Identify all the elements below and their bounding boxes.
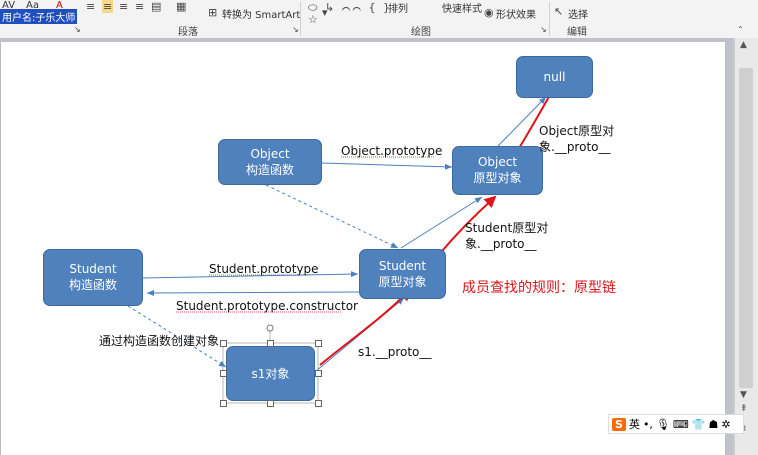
align-left-icon[interactable]: ≡	[86, 0, 96, 13]
change-case-button[interactable]: Aa	[26, 0, 39, 11]
keyboard-icon[interactable]: ⌨	[672, 417, 689, 431]
ime-toolbar[interactable]: S 英 •, 🎙 ⌨ 👕 ☗ ✲	[608, 414, 744, 434]
student-constructor-line1: Student	[69, 262, 117, 276]
student-constructor-box[interactable]: Student 构造函数	[43, 249, 143, 306]
columns-icon[interactable]: ▦	[176, 0, 187, 13]
scroll-up-icon[interactable]: ▲	[740, 40, 747, 50]
user-badge: 用户名:子乐大师	[0, 9, 78, 24]
object-constructor-line1: Object	[250, 146, 290, 161]
label-object-prototype: Object.prototype	[341, 144, 443, 158]
resize-handle[interactable]	[267, 400, 274, 407]
resize-handle[interactable]	[315, 370, 322, 377]
dashed-student-ctor-to-s1	[127, 305, 227, 368]
dashed-object-ctor-to-student-proto	[265, 184, 399, 249]
label-object-proto-to-null-2: 象.__proto__	[539, 140, 611, 154]
font-color-button[interactable]: A	[56, 0, 63, 11]
select-cursor-icon: ↖	[554, 5, 564, 18]
user-icon[interactable]: ☗	[708, 417, 719, 431]
s1-object-label: s1对象	[251, 367, 290, 381]
separator	[549, 2, 550, 36]
object-prototype-box[interactable]: Object 原型对象	[452, 146, 543, 195]
shapes-more-icon[interactable]: ☆	[308, 13, 318, 26]
label-create-by-constructor: 通过构造函数创建对象	[99, 334, 220, 348]
resize-handle[interactable]	[315, 400, 322, 407]
punctuation-icon[interactable]: •,	[642, 417, 653, 431]
font-launcher-icon[interactable]: ↘	[74, 25, 81, 34]
resize-handle[interactable]	[220, 340, 227, 347]
arrow-student-to-object-proto	[400, 196, 483, 249]
slide[interactable]	[0, 42, 725, 455]
scroll-thumb[interactable]	[739, 68, 753, 388]
shapes-gallery-icon[interactable]: ⬭ ↳ ⌒⌒ { }	[308, 1, 392, 14]
student-prototype-line1: Student	[378, 258, 427, 273]
shape-effects-icon: ◉	[484, 6, 494, 19]
object-constructor-box[interactable]: Object 构造函数	[218, 139, 322, 185]
paragraph-launcher-icon[interactable]: ↘	[292, 25, 299, 34]
sogou-logo: S	[612, 417, 626, 431]
prev-slide-icon[interactable]: ⇞	[740, 404, 748, 414]
group-drawing-label: 绘图	[411, 27, 431, 38]
label-student-proto-to-object-2: 象.__proto__	[465, 237, 537, 251]
distributed-icon[interactable]: ▤	[151, 0, 162, 13]
object-constructor-line2: 构造函数	[245, 162, 294, 177]
label-student-proto-to-object-1: Student原型对	[465, 221, 549, 235]
scroll-down-icon[interactable]: ▼	[740, 390, 747, 400]
object-prototype-line1: Object	[477, 155, 518, 169]
align-right-icon[interactable]: ≡	[119, 0, 129, 13]
select-button[interactable]: 选择	[568, 10, 588, 21]
arrange-button[interactable]: 排列	[388, 4, 408, 15]
group-paragraph-label: 段落	[178, 27, 198, 38]
student-prototype-box[interactable]: Student 原型对象	[359, 249, 446, 299]
object-prototype-line2: 原型对象	[473, 171, 522, 185]
quick-styles-button[interactable]: 快速样式	[442, 4, 482, 15]
s1-object-box[interactable]: s1对象	[226, 346, 315, 401]
null-box-label: null	[543, 70, 566, 84]
arrow-student-prototype	[142, 271, 359, 279]
group-editing-label: 编辑	[567, 27, 587, 38]
resize-handle[interactable]	[220, 400, 227, 407]
rotate-handle	[266, 324, 274, 332]
drawing-launcher-icon[interactable]: ↘	[540, 25, 547, 34]
label-object-proto-to-null-1: Object原型对	[539, 124, 615, 138]
resize-handle[interactable]	[220, 370, 227, 377]
null-box[interactable]: null	[516, 56, 593, 98]
arrow-constructor	[146, 289, 360, 296]
ime-language-toggle[interactable]: 英	[628, 418, 640, 431]
char-spacing-button[interactable]: AV	[2, 0, 16, 11]
arrow-object-prototype	[321, 162, 453, 170]
resize-handle[interactable]	[267, 340, 274, 347]
resize-handle[interactable]	[315, 340, 322, 347]
microphone-icon[interactable]: 🎙	[655, 417, 670, 431]
dropdown-icon[interactable]: ▾	[322, 6, 328, 19]
vertical-scrollbar[interactable]: ▲ ▼ ⇞ ⇟	[734, 38, 758, 455]
separator	[300, 2, 301, 36]
red-chain-s1-to-student-proto	[319, 288, 412, 366]
student-prototype-line2: 原型对象	[378, 274, 427, 289]
justify-icon[interactable]: ≡	[135, 0, 145, 13]
smartart-icon: ⊞	[208, 6, 218, 19]
arrow-object-proto-to-null	[497, 96, 547, 147]
collapse-ribbon-icon[interactable]: ⌃	[737, 25, 744, 34]
shape-effects-button[interactable]: 形状效果	[496, 10, 536, 21]
label-student-prototype: Student.prototype	[209, 262, 319, 276]
rule-prototype-chain-text: 成员查找的规则：原型链	[462, 280, 616, 296]
skin-icon[interactable]: 👕	[691, 417, 706, 431]
student-constructor-line2: 构造函数	[68, 278, 117, 292]
ribbon: AV Aa A 用户名:子乐大师 ≡ ≡ ≡ ≡ ▤ ▦ ⊞ 转换为 Smart…	[0, 0, 758, 39]
tools-icon[interactable]: ✲	[721, 417, 731, 431]
convert-smartart-button[interactable]: 转换为 SmartArt	[222, 10, 301, 21]
align-center-icon[interactable]: ≡	[102, 0, 114, 13]
label-s1-proto: s1.__proto__	[358, 345, 432, 359]
label-student-constructor: Student.prototype.constructor	[176, 299, 358, 313]
